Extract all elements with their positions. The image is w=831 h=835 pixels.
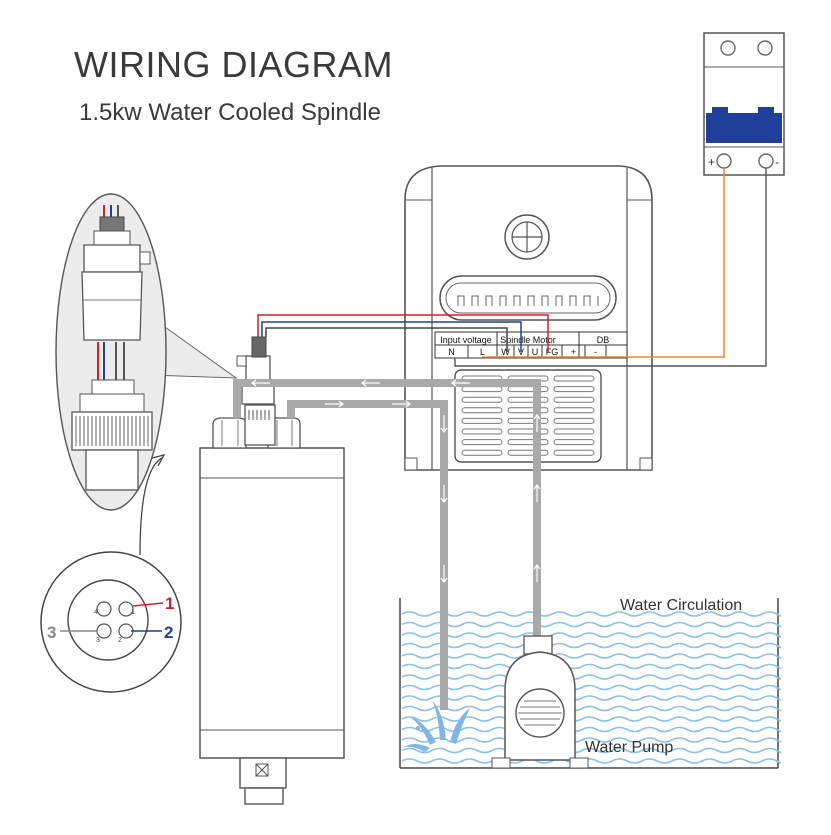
terminal-label: L [480, 347, 485, 357]
page-title: WIRING DIAGRAM [74, 44, 393, 85]
black-motor-wire [265, 327, 508, 352]
vent-slot [553, 386, 595, 393]
vent-slot [461, 439, 503, 446]
wave-line [401, 737, 782, 743]
wave-line [401, 611, 782, 617]
orange-power-wire [482, 168, 725, 358]
wave-line [401, 695, 782, 701]
vent-slot [461, 396, 503, 403]
curved-arrow-icon [139, 457, 163, 556]
terminal-label: + [571, 347, 576, 357]
display-teeth [457, 295, 599, 306]
water-pipes [233, 379, 541, 710]
vent-slot [507, 396, 549, 403]
water-tank [399, 598, 782, 769]
breaker-plus-label: + [708, 155, 715, 169]
vent-slot [507, 449, 549, 456]
wave-line [401, 684, 782, 691]
inverter-box [404, 165, 653, 471]
vent-slot [553, 396, 595, 403]
circuit-breaker: + - [703, 32, 785, 176]
water-circulation-label: Water Circulation [620, 597, 742, 614]
vent-slot [507, 417, 549, 424]
pin-number-2: 2 [118, 637, 122, 644]
terminal-label: - [594, 347, 597, 357]
blue-motor-wire [261, 321, 522, 352]
terminal-label: W [501, 347, 510, 357]
wave-line [401, 747, 782, 754]
wave-line [401, 758, 782, 764]
vent-slot [461, 449, 503, 456]
breaker-minus-label: - [775, 155, 779, 169]
water-pump-label: Water Pump [585, 739, 673, 756]
vent-slot [553, 449, 595, 456]
knob-icon [504, 214, 550, 260]
wave-line [401, 726, 782, 733]
callout-3: 3 [47, 623, 56, 642]
vent-slot [553, 417, 595, 424]
red-motor-wire [257, 314, 549, 352]
vent-slot [507, 439, 549, 446]
wave-line [401, 674, 782, 680]
vent-slot [553, 439, 595, 446]
vent-slot [507, 428, 549, 435]
spindle-motor [199, 336, 345, 805]
wave-line [401, 716, 782, 722]
callout-1: 1 [165, 594, 174, 613]
wave-line [401, 642, 782, 649]
wave-line [401, 705, 782, 712]
water-waves [401, 611, 782, 764]
curved-arrow-head-icon [151, 454, 166, 467]
wave-line [401, 653, 782, 659]
pin-number-3: 3 [96, 637, 100, 644]
vent-slot [553, 375, 595, 382]
terminal-group-db: DB [597, 335, 610, 345]
terminal-label: U [532, 347, 539, 357]
pin-number-4: 4 [94, 609, 98, 616]
callout-2: 2 [164, 623, 173, 642]
vent-slot [553, 407, 595, 414]
terminal-label: N [448, 347, 455, 357]
vent-slot [461, 417, 503, 424]
vent-slot [461, 428, 503, 435]
connector-zoom-callout [55, 193, 238, 511]
terminal-group-input-voltage: Input voltage [440, 335, 492, 345]
page-subtitle: 1.5kw Water Cooled Spindle [79, 99, 381, 126]
vent-slot [461, 407, 503, 414]
vent-slot [461, 386, 503, 393]
terminal-group-spindle-motor: Spindle Motor [500, 335, 556, 345]
vent-slot [553, 428, 595, 435]
flow-arrows [251, 379, 541, 583]
wave-line [401, 621, 782, 628]
wave-line [401, 663, 782, 670]
wave-line [401, 632, 782, 638]
connector-face: 4 1 3 2 1 2 3 [40, 551, 182, 693]
water-splash [402, 700, 470, 752]
water-pump [491, 635, 589, 769]
vent-slot [507, 386, 549, 393]
neutral-power-wire [454, 168, 767, 367]
vent-slot [507, 407, 549, 414]
pin-number-1: 1 [131, 609, 135, 616]
terminal-label: FG [546, 347, 559, 357]
